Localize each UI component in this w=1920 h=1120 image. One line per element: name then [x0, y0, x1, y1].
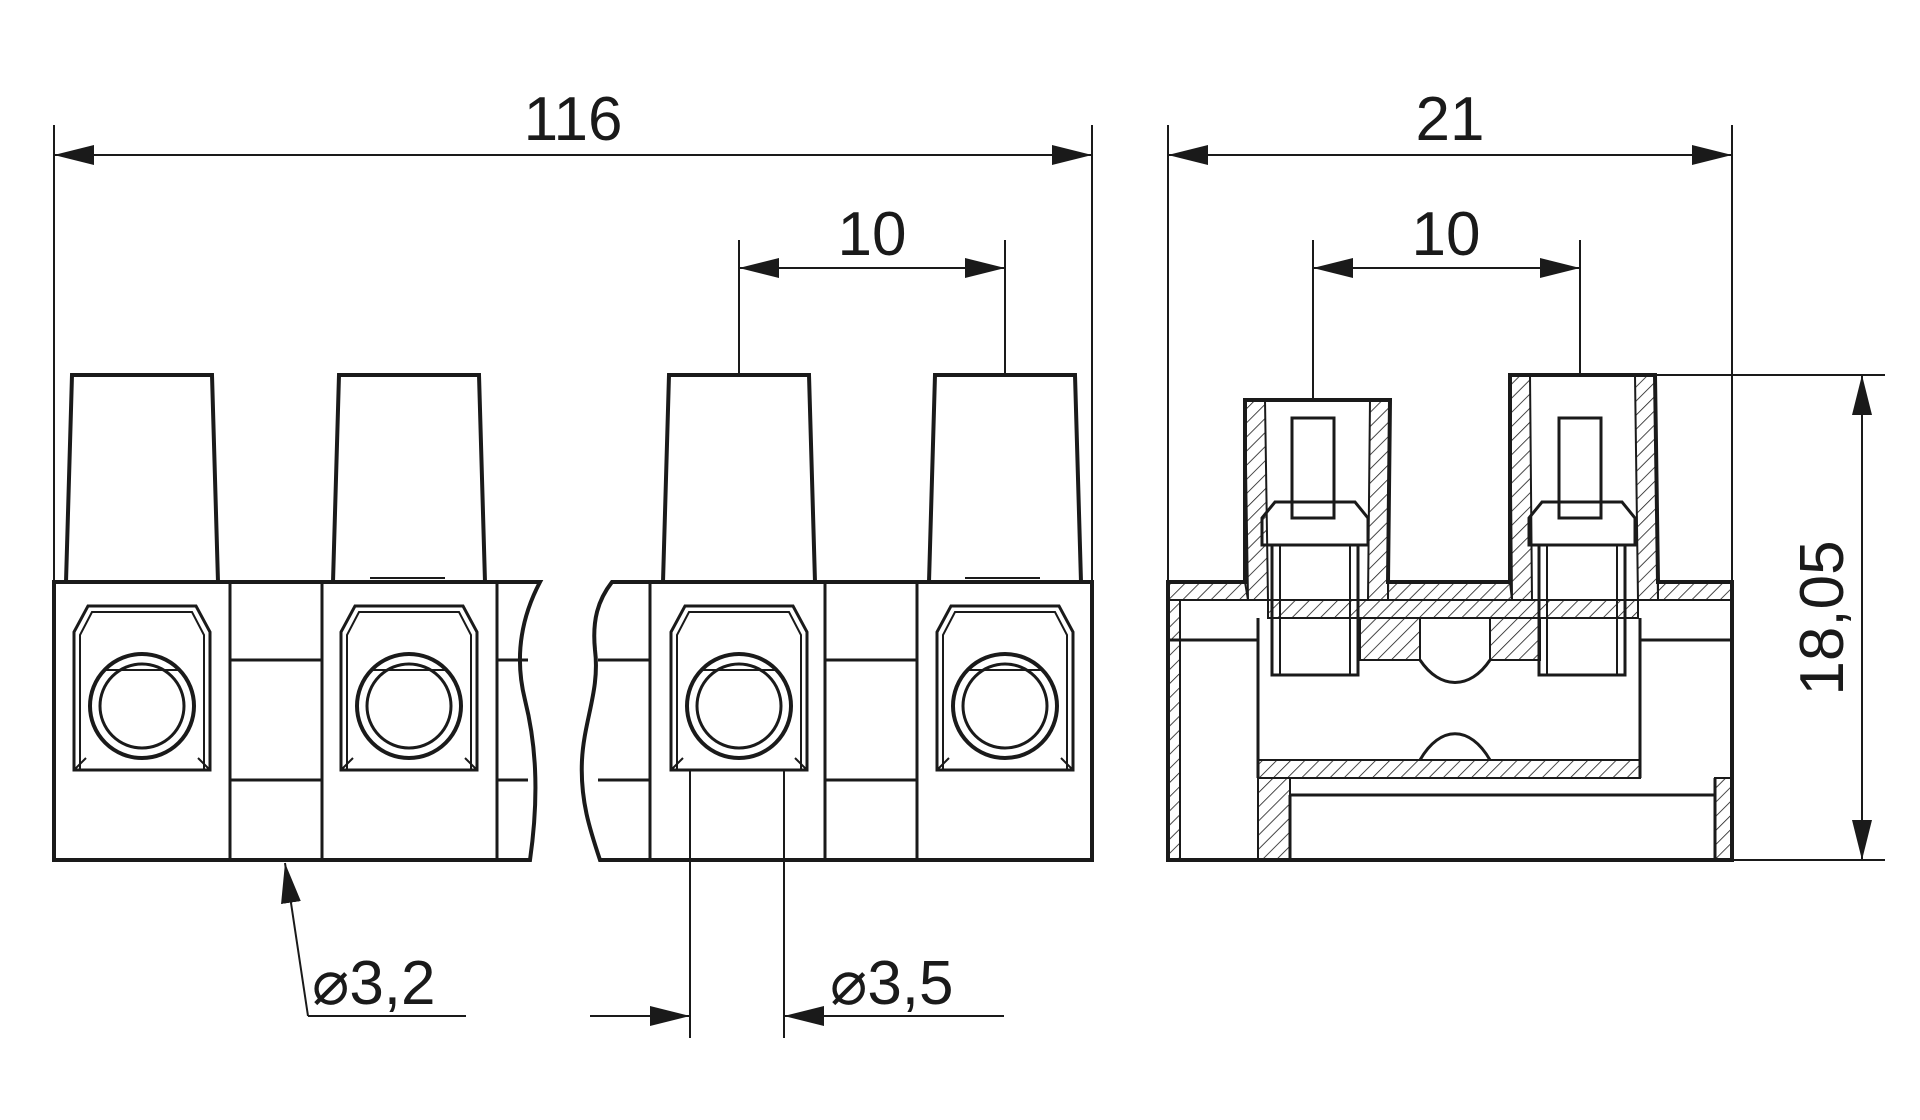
front-view — [52, 373, 1094, 862]
front-cylinder-3 — [661, 373, 817, 583]
front-body-right — [579, 580, 1094, 862]
dim-pitch-front: 10 — [738, 200, 1006, 375]
front-clamp-3 — [669, 604, 809, 772]
side-screw-left — [1260, 416, 1370, 677]
dim-pitch-side: 10 — [1312, 200, 1581, 400]
dim-height-side: 18,05 — [1655, 374, 1885, 861]
front-cylinder-2 — [331, 373, 487, 583]
front-clamp-1 — [72, 604, 212, 772]
dim-text-3-5: ⌀3,5 — [830, 949, 954, 1018]
front-clamp-4 — [935, 604, 1075, 772]
dim-text-116: 116 — [524, 85, 623, 154]
front-cylinder-1 — [64, 373, 220, 583]
front-clamp-2 — [339, 604, 479, 772]
side-view — [1166, 373, 1734, 862]
dim-overall-length: 116 — [53, 85, 1093, 582]
dim-width-side: 21 — [1167, 85, 1733, 582]
front-cylinder-4 — [927, 373, 1083, 583]
dim-text-21: 21 — [1416, 85, 1485, 154]
dim-text-18-05: 18,05 — [1788, 540, 1857, 695]
dim-text-3-2: ⌀3,2 — [312, 949, 436, 1018]
dim-text-10-front: 10 — [838, 200, 907, 269]
side-screw-right — [1527, 416, 1637, 677]
dim-hole-large: ⌀3,5 — [590, 770, 1004, 1038]
dim-text-10-side: 10 — [1412, 200, 1481, 269]
front-body-left — [52, 580, 544, 862]
dim-hole-small: ⌀3,2 — [281, 862, 466, 1018]
